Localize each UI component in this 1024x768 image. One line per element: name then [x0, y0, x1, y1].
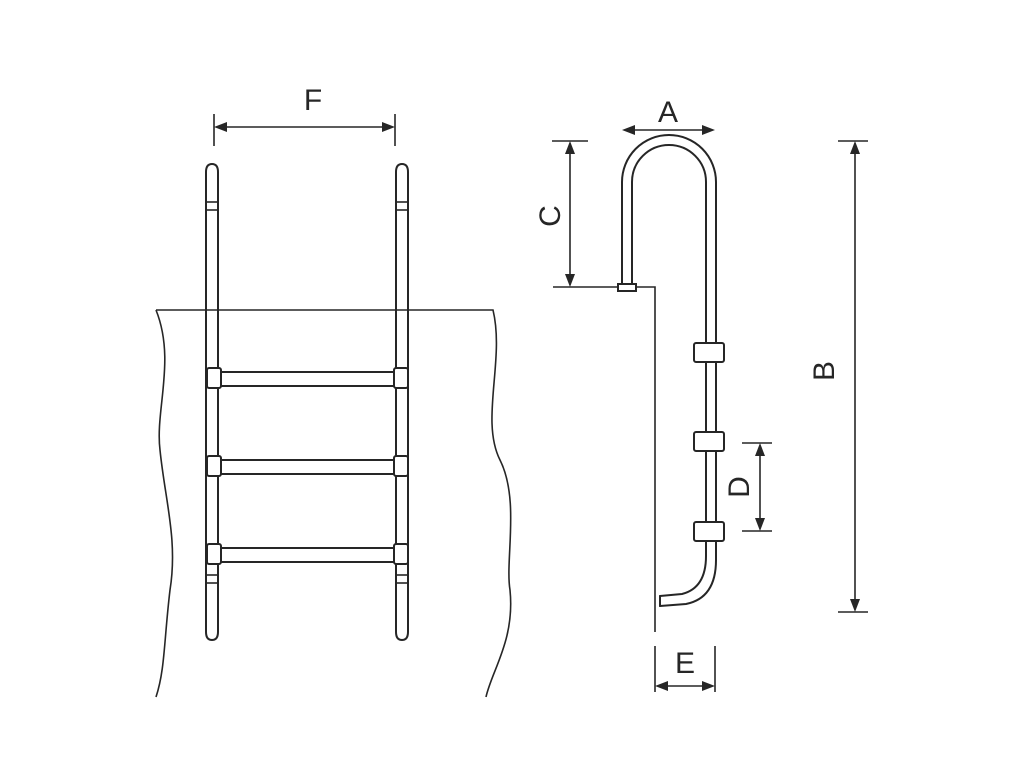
pool-wall-outline: [155, 309, 512, 698]
ladder-tube: [617, 134, 717, 607]
label-b: B: [808, 361, 841, 381]
left-rail: [205, 163, 219, 641]
step-bracket-1: [693, 342, 725, 363]
label-f: F: [304, 84, 322, 117]
dimension-c: C: [534, 140, 588, 287]
step-2: [206, 455, 409, 477]
label-a: A: [658, 96, 678, 129]
dimension-a: A: [622, 96, 715, 135]
dimension-b: B: [808, 140, 868, 613]
step-1: [206, 367, 409, 389]
deck-and-wall-line: [553, 286, 656, 632]
right-rail: [395, 163, 409, 641]
dimension-e: E: [654, 646, 716, 692]
dimension-f: F: [213, 84, 396, 146]
label-e: E: [675, 647, 695, 680]
label-c: C: [534, 205, 567, 227]
label-d: D: [723, 476, 756, 498]
step-bracket-2: [693, 431, 725, 452]
step-bracket-3: [693, 521, 725, 542]
step-3: [206, 543, 409, 565]
front-view: F: [155, 84, 512, 698]
side-view: A C D B: [534, 96, 868, 692]
dimension-d: D: [723, 442, 772, 532]
